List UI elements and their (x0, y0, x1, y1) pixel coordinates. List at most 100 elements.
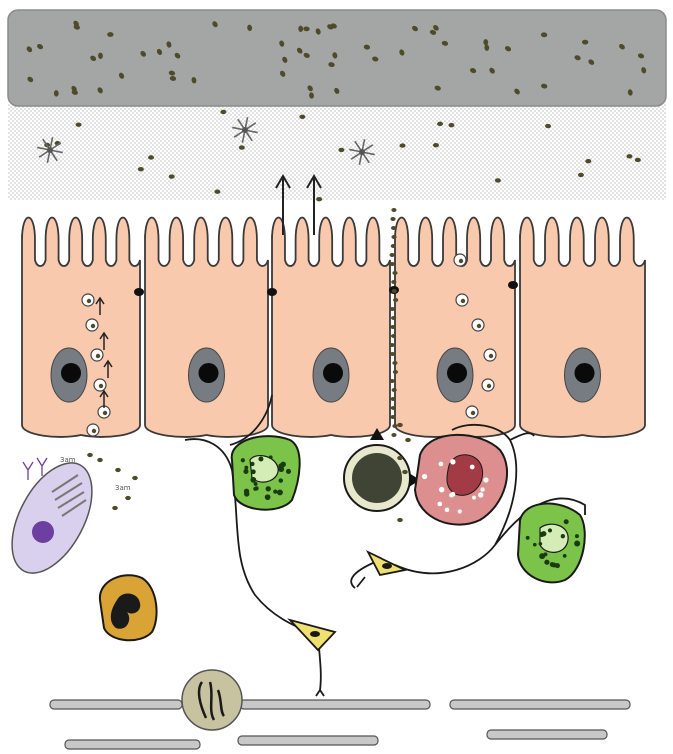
particle (397, 456, 403, 460)
granule (544, 552, 548, 556)
vesicle-cargo (87, 299, 91, 303)
vesicle-cargo (489, 354, 493, 358)
granule (472, 496, 476, 500)
granule (269, 455, 273, 459)
particle (393, 298, 398, 302)
particle (115, 468, 121, 472)
plasma-cell (0, 450, 108, 586)
particle (390, 352, 395, 356)
particle (338, 148, 344, 152)
particle (402, 470, 408, 474)
particle (390, 307, 395, 311)
granule (450, 459, 455, 464)
granule (564, 519, 569, 524)
granule (544, 560, 549, 565)
connective-fibers (50, 700, 630, 749)
granular-cell-right (518, 504, 585, 583)
granule (563, 554, 567, 558)
epithelial-cell (272, 218, 390, 437)
particle (125, 496, 131, 500)
particle (391, 208, 396, 212)
particle (391, 433, 396, 437)
particle (397, 518, 403, 522)
particle (397, 423, 403, 427)
particle (390, 217, 395, 221)
granule (575, 534, 579, 538)
dendritic-cell-1 (368, 552, 405, 575)
granule (258, 457, 263, 462)
cell-nucleolus (323, 363, 343, 383)
particle (433, 143, 439, 147)
particle (437, 122, 443, 126)
granular-cell-left (232, 436, 300, 510)
particle (391, 406, 396, 410)
particle (76, 122, 82, 126)
vesicle-cargo (459, 259, 463, 263)
tight-junction-icon (267, 288, 277, 296)
granule (561, 534, 565, 538)
granule (244, 466, 248, 470)
granule (243, 469, 248, 474)
granule (250, 477, 256, 483)
granule (574, 541, 580, 547)
particle (299, 115, 305, 119)
granule (244, 491, 249, 496)
particle (391, 397, 396, 401)
vesicle-cargo (461, 299, 465, 303)
vesicle-cargo (471, 411, 475, 415)
mucus-layer (8, 100, 666, 200)
granule (445, 507, 450, 512)
granule (251, 469, 256, 474)
particle (545, 124, 551, 128)
tight-junction-icon (508, 281, 518, 289)
mast-cell (415, 435, 507, 525)
particle (87, 453, 93, 457)
particle (390, 325, 395, 329)
eosinophil-cell (100, 575, 157, 640)
granule (255, 486, 259, 490)
cell-nucleolus (575, 363, 595, 383)
fibroblast-cell (182, 670, 242, 730)
antibody-label-2: 3am (115, 484, 131, 492)
particle (239, 145, 245, 149)
granule (548, 528, 552, 532)
particle (392, 424, 397, 428)
granule (273, 489, 277, 493)
particle (626, 154, 632, 158)
particle (391, 244, 396, 248)
particle (390, 379, 395, 383)
granule (437, 502, 442, 507)
granule (277, 490, 283, 496)
granule (526, 536, 530, 540)
particle (390, 415, 395, 419)
granule (278, 463, 284, 469)
granule (458, 509, 462, 513)
particle (138, 167, 144, 171)
particle (391, 334, 396, 338)
epithelial-cell (520, 218, 645, 437)
granule (555, 563, 560, 568)
particle (585, 159, 591, 163)
particle (405, 438, 411, 442)
epithelial-cell (395, 218, 515, 437)
granule (286, 469, 291, 474)
star-particle-icon (242, 127, 248, 133)
antibody-label-1: 3am (60, 456, 76, 464)
granule (539, 532, 544, 537)
particle (578, 173, 584, 177)
granule (250, 462, 254, 466)
granule (451, 492, 456, 497)
tight-junction-icon (134, 288, 144, 296)
particle (392, 388, 397, 392)
cell-nucleolus (199, 363, 219, 383)
epithelial-cells (22, 218, 645, 437)
granule (265, 494, 271, 500)
granule (480, 487, 484, 491)
cell-nucleolus (447, 363, 467, 383)
particle (448, 123, 454, 127)
vesicle-cargo (487, 384, 491, 388)
particle (391, 235, 396, 239)
particle (132, 476, 138, 480)
vesicle-cargo (477, 324, 481, 328)
